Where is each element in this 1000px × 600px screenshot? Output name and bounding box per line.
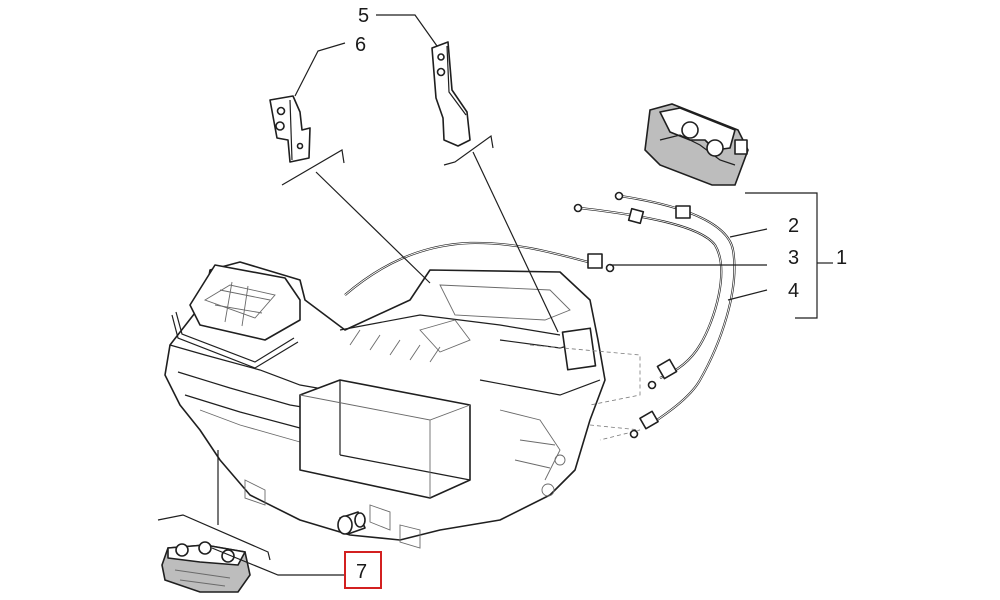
callout-1[interactable]: 1 [836, 247, 847, 269]
callout-2[interactable]: 2 [788, 215, 799, 237]
part-6-bracket [269, 95, 311, 163]
construction-lines [529, 344, 641, 441]
callouts: 5 6 2 3 4 1 7 [344, 5, 847, 589]
part-5-bracket [431, 41, 471, 147]
part-7-module [161, 541, 251, 593]
part-1-control-unit [644, 103, 749, 186]
callout-4[interactable]: 4 [788, 280, 799, 302]
callout-6[interactable]: 6 [355, 34, 366, 56]
heater-housing-assembly [164, 261, 606, 549]
callout-3[interactable]: 3 [788, 247, 799, 269]
callout-7[interactable]: 7 [356, 561, 367, 583]
callout-5[interactable]: 5 [358, 5, 369, 27]
leader-lines [157, 14, 833, 576]
highlight-box-callout-7 [344, 551, 382, 589]
